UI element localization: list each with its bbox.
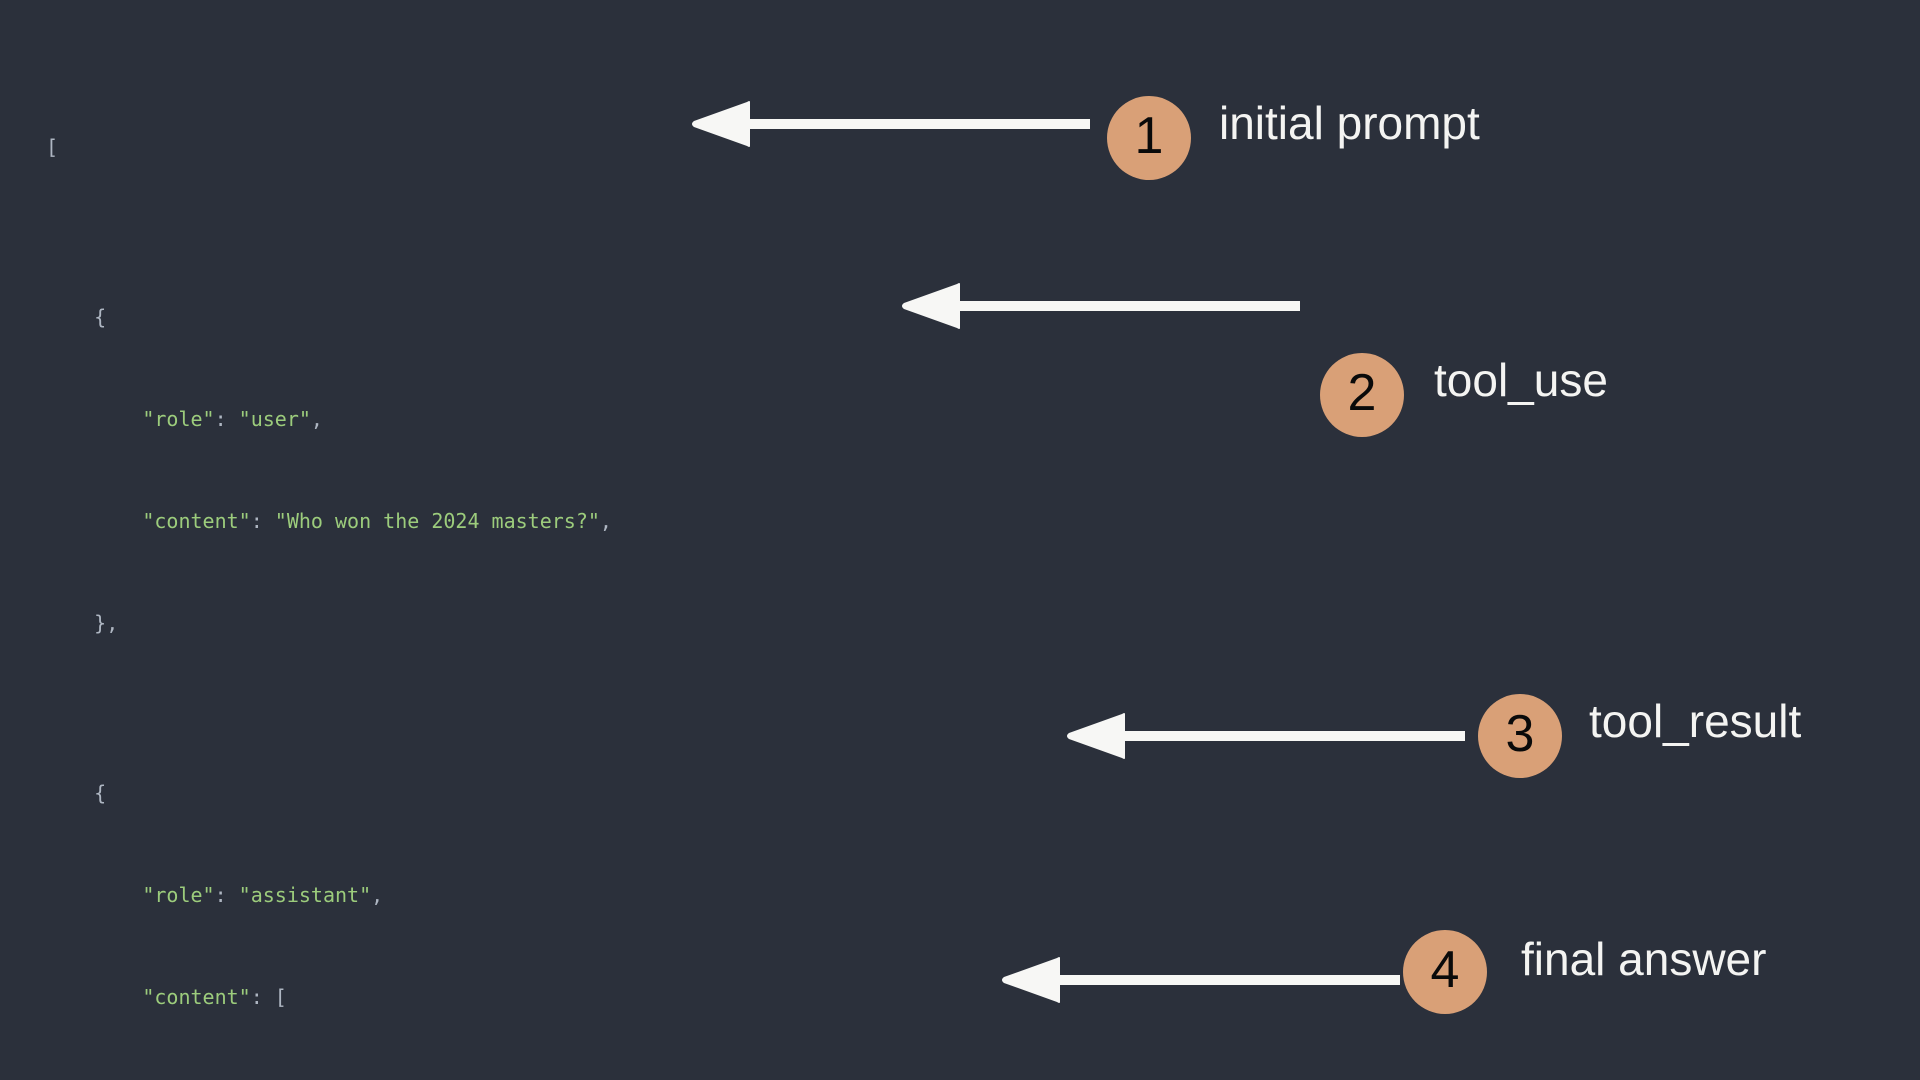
code-line-msg1-close: }, — [46, 606, 1106, 640]
value-role: "assistant" — [238, 883, 372, 907]
bracket-open: [ — [46, 135, 59, 159]
brace-close: }, — [94, 611, 119, 635]
callout-label-2: tool_use — [1434, 354, 1608, 406]
brace-open: { — [94, 305, 107, 329]
callout-badge-2-number: 2 — [1347, 364, 1377, 422]
bracket-open: [ — [274, 985, 287, 1009]
key-content: "content" — [142, 985, 251, 1009]
key-role: "role" — [142, 407, 215, 431]
comma: , — [310, 407, 323, 431]
callout-badge-2: 2 — [1320, 353, 1404, 437]
comma: , — [599, 509, 612, 533]
code-line-msg1-open: { — [46, 300, 1106, 334]
code-line-msg1-content: "content": "Who won the 2024 masters?", — [46, 504, 1106, 538]
code-line-msg2-open: { — [46, 776, 1106, 810]
callout-badge-4: 4 — [1403, 930, 1487, 1014]
key-content: "content" — [142, 509, 251, 533]
callout-arrow-2 — [900, 282, 1300, 330]
callout-badge-4-number: 4 — [1430, 941, 1460, 999]
callout-arrow-3 — [1065, 712, 1465, 760]
value-role: "user" — [238, 407, 311, 431]
callout-badge-1: 1 — [1107, 96, 1191, 180]
brace-open: { — [94, 781, 107, 805]
callout-label-4: final answer — [1521, 933, 1767, 985]
colon: : — [250, 985, 275, 1009]
callout-arrow-1 — [690, 100, 1090, 148]
colon: : — [214, 883, 239, 907]
code-line-open-array: [ — [46, 130, 1106, 164]
colon: : — [214, 407, 239, 431]
callout-badge-3: 3 — [1478, 694, 1562, 778]
callout-badge-3-number: 3 — [1505, 705, 1535, 763]
callout-label-3: tool_result — [1589, 695, 1802, 747]
callout-label-1: initial prompt — [1219, 97, 1480, 149]
callout-badge-1-number: 1 — [1134, 107, 1164, 165]
code-line-msg2-content-open: "content": [ — [46, 980, 1106, 1014]
code-block: [ { "role": "user", "content": "Who won … — [46, 28, 1106, 1080]
value-content: "Who won the 2024 masters?" — [274, 509, 600, 533]
comma: , — [371, 883, 384, 907]
code-line-msg1-role: "role": "user", — [46, 402, 1106, 436]
key-role: "role" — [142, 883, 215, 907]
colon: : — [250, 509, 275, 533]
callout-arrow-4 — [1000, 956, 1400, 1004]
code-line-msg2-role: "role": "assistant", — [46, 878, 1106, 912]
